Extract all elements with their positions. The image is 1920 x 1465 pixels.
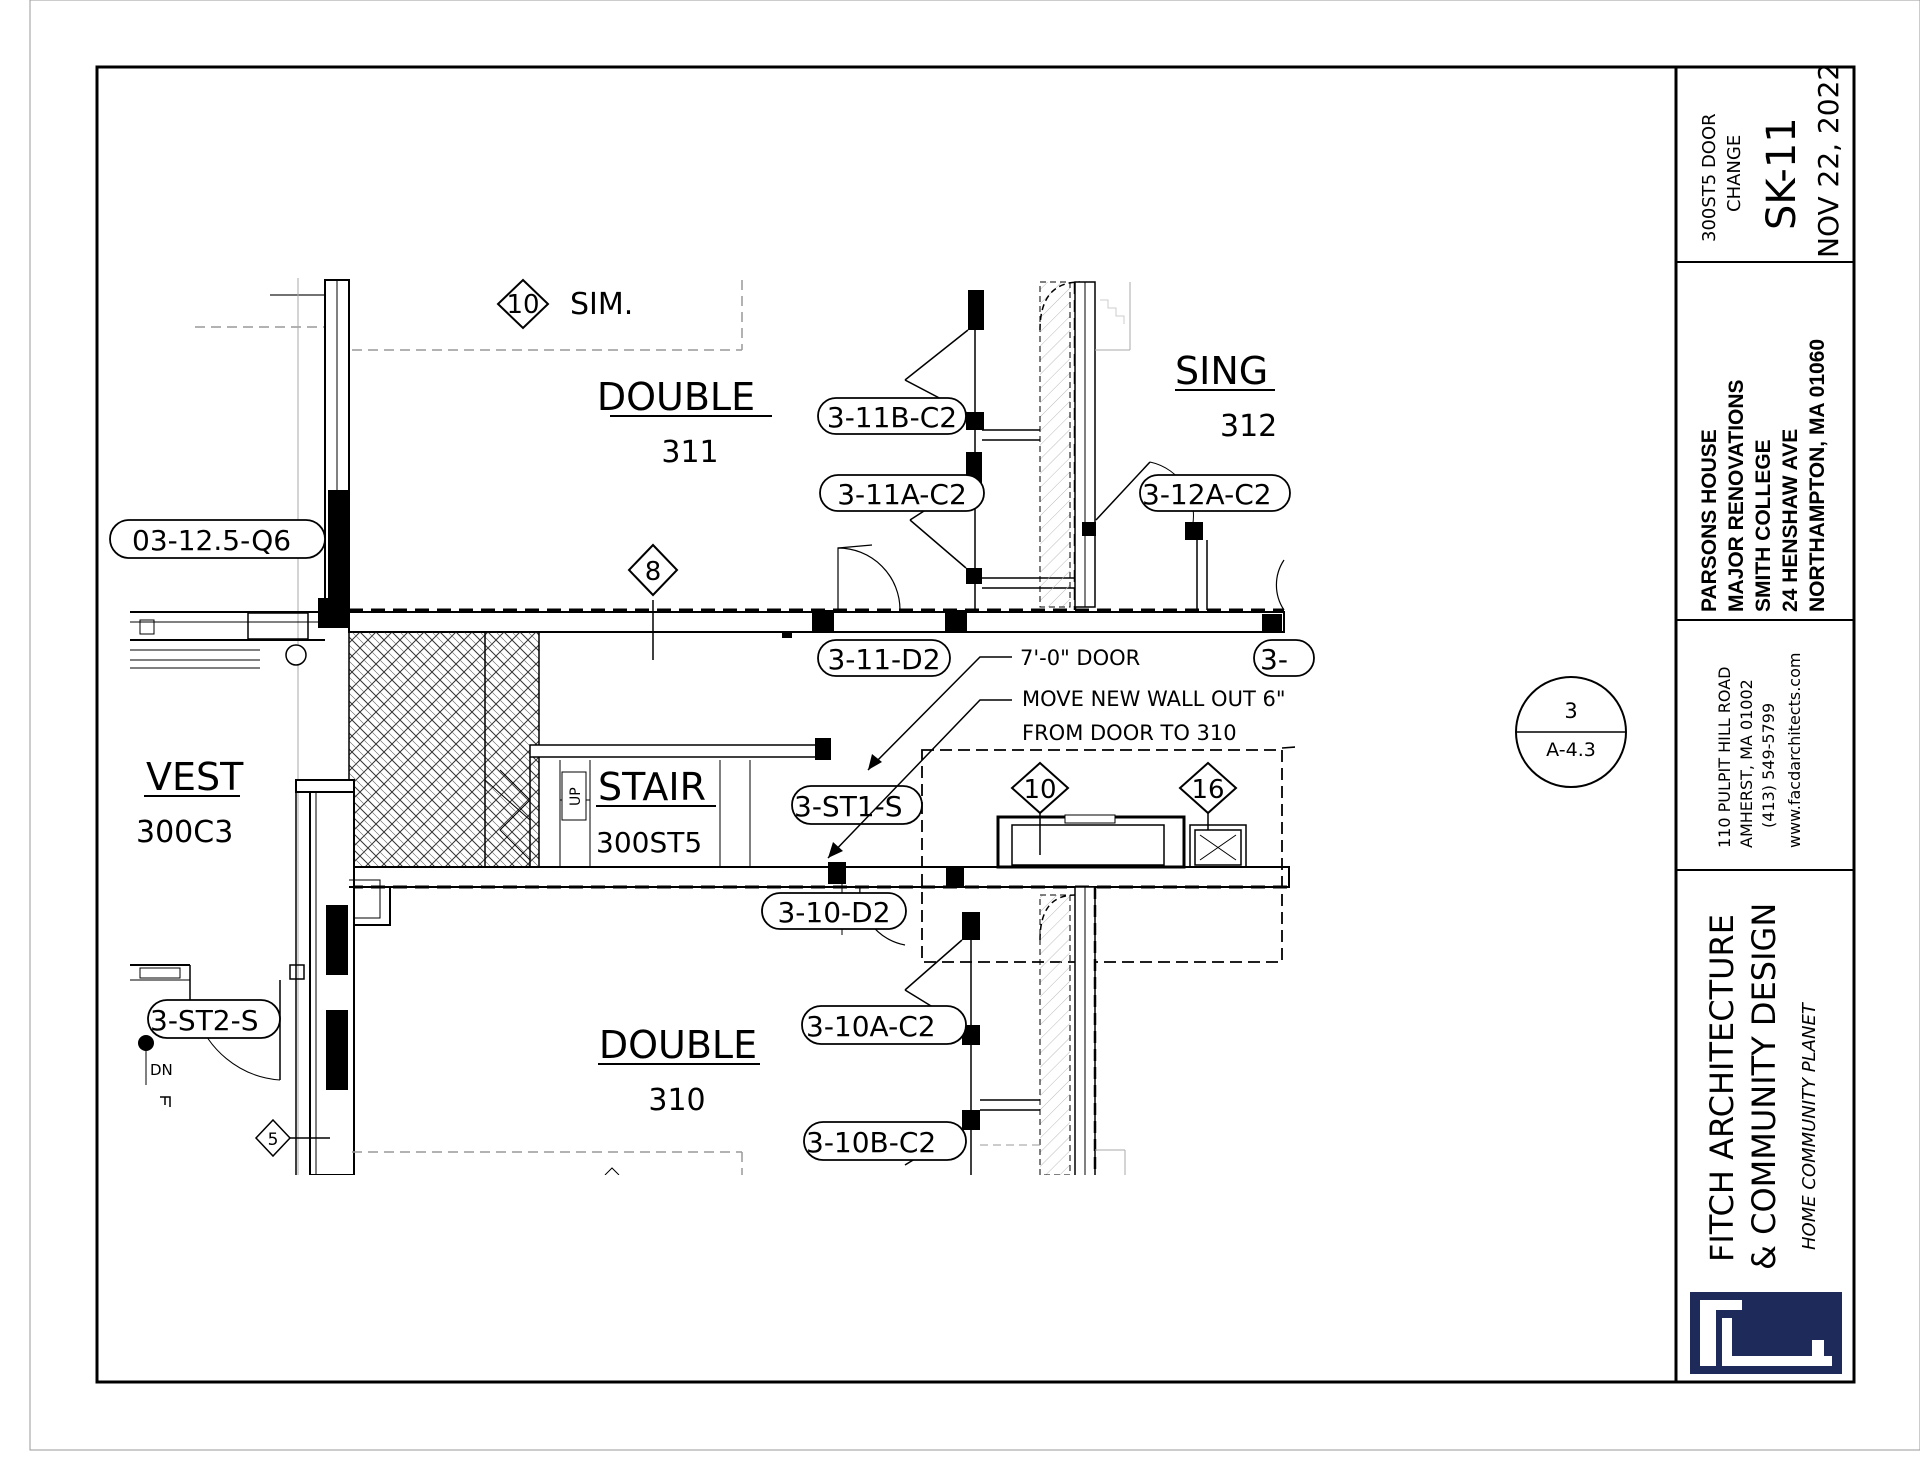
room-number: 300ST5 (596, 826, 702, 859)
firm-logo (1690, 1292, 1842, 1374)
room-label-300c3: VEST 300C3 (136, 755, 244, 850)
keynote-diamond-10: 10 (1010, 761, 1070, 855)
tag-label: 3-11A-C2 (837, 478, 967, 511)
room-name: DOUBLE (597, 375, 755, 419)
tag-3-10-D2: 3-10-D2 (761, 892, 907, 930)
project-name: PARSONS HOUSE (1698, 429, 1721, 612)
firm-phone: (413) 549-5799 (1759, 703, 1778, 828)
note-door-height: 7'-0" DOOR (867, 646, 1140, 771)
tag-label: 03-12.5-Q6 (132, 524, 291, 557)
room-label-312: SING 312 (1175, 349, 1277, 444)
keynote-diamond-5: 5 (254, 1118, 292, 1158)
firm-website: www.facdarchitects.com (1785, 653, 1804, 848)
tag-3-11-D2: 3-11-D2 (817, 639, 951, 677)
tag-label: 3-10B-C2 (806, 1126, 936, 1159)
tag-3-12A-C2: 3-12A-C2 (1139, 474, 1291, 512)
sim-note: SIM. (570, 287, 633, 322)
tag-03-12.5-Q6: 03-12.5-Q6 (109, 519, 326, 559)
paper-edge (29, 0, 1920, 1451)
keynote-number: 10 (1023, 775, 1056, 805)
room-name: VEST (146, 755, 244, 799)
room-number: 310 (648, 1083, 705, 1118)
room-name: DOUBLE (599, 1023, 757, 1067)
tag-label: 3-ST2-S (150, 1004, 259, 1037)
project-address: 24 HENSHAW AVE (1779, 429, 1802, 612)
drawing-title-line-2: CHANGE (1724, 135, 1745, 212)
tag-3-11B-C2: 3-11B-C2 (817, 397, 967, 435)
tag-3-partial: 3- (1253, 639, 1315, 677)
tag-label: 3-10-D2 (777, 896, 890, 929)
stair-up-label: UP (568, 787, 584, 806)
titleblock: 300ST5 DOOR CHANGE SK-11 NOV 22, 2022 PA… (1690, 63, 1845, 1374)
note-text: 7'-0" DOOR (1020, 646, 1140, 670)
keynote-number: 10 (506, 290, 539, 320)
note-move-wall: MOVE NEW WALL OUT 6" FROM DOOR TO 310 (827, 687, 1285, 859)
room-label-300st5: STAIR 300ST5 UP (561, 765, 716, 859)
stair-dn-label: DN (150, 1061, 173, 1079)
firm-address-street: 110 PULPIT HILL ROAD (1715, 667, 1734, 848)
keynote-diamond-10-sim: 10 SIM. (496, 278, 633, 330)
keynote-number: 5 (268, 1130, 279, 1150)
tag-label: 3-12A-C2 (1142, 478, 1272, 511)
tag-3-ST1-S: 3-ST1-S (791, 785, 923, 825)
sheet-number: SK-11 (1759, 117, 1805, 230)
room-label-311: DOUBLE 311 (597, 375, 772, 470)
section-number: 3 (1564, 699, 1577, 723)
room-number: 311 (661, 435, 718, 470)
tag-3-10B-C2: 3-10B-C2 (803, 1121, 967, 1161)
room-label-310: DOUBLE 310 (598, 1023, 760, 1118)
section-sheet: A-4.3 (1546, 739, 1596, 761)
tag-3-ST2-S: 3-ST2-S (147, 999, 281, 1039)
project-client: SMITH COLLEGE (1752, 439, 1775, 612)
firm-name: FITCH ARCHITECTURE (1703, 914, 1741, 1262)
tag-label: 3-11B-C2 (827, 401, 957, 434)
firm-tagline: HOME COMMUNITY PLANET (1799, 1001, 1820, 1250)
tag-label: 3-10A-C2 (806, 1010, 936, 1043)
keynote-number: 8 (645, 557, 662, 587)
tag-label: 3-11-D2 (827, 643, 940, 676)
room-number: 312 (1220, 409, 1277, 444)
project-line: MAJOR RENOVATIONS (1725, 379, 1748, 612)
firm-address-city: AMHERST, MA 01002 (1737, 679, 1756, 848)
sheet-border (95, 65, 1856, 1384)
keynote-diamond-16: 16 (1178, 761, 1238, 830)
floor-plan (130, 278, 1295, 1175)
note-text: MOVE NEW WALL OUT 6" (1022, 687, 1285, 711)
sheet-date: NOV 22, 2022 (1812, 63, 1845, 258)
tag-label: 3- (1260, 643, 1288, 676)
tag-label: 3-ST1-S (794, 790, 903, 823)
tag-3-10A-C2: 3-10A-C2 (801, 1005, 967, 1045)
section-reference-bubble: 3 A-4.3 (1515, 676, 1627, 788)
room-name: SING (1175, 349, 1268, 393)
project-city: NORTHAMPTON, MA 01060 (1806, 339, 1829, 612)
room-number: 300C3 (136, 815, 233, 850)
tag-3-11A-C2: 3-11A-C2 (819, 474, 985, 512)
keynote-diamond-8: 8 (627, 543, 679, 597)
note-text: FROM DOOR TO 310 (1022, 721, 1237, 745)
firm-name-line-2: & COMMUNITY DESIGN (1745, 903, 1783, 1270)
keynote-number: 16 (1191, 775, 1224, 805)
drawing-title: 300ST5 DOOR (1699, 113, 1720, 242)
room-name: STAIR (598, 765, 706, 809)
